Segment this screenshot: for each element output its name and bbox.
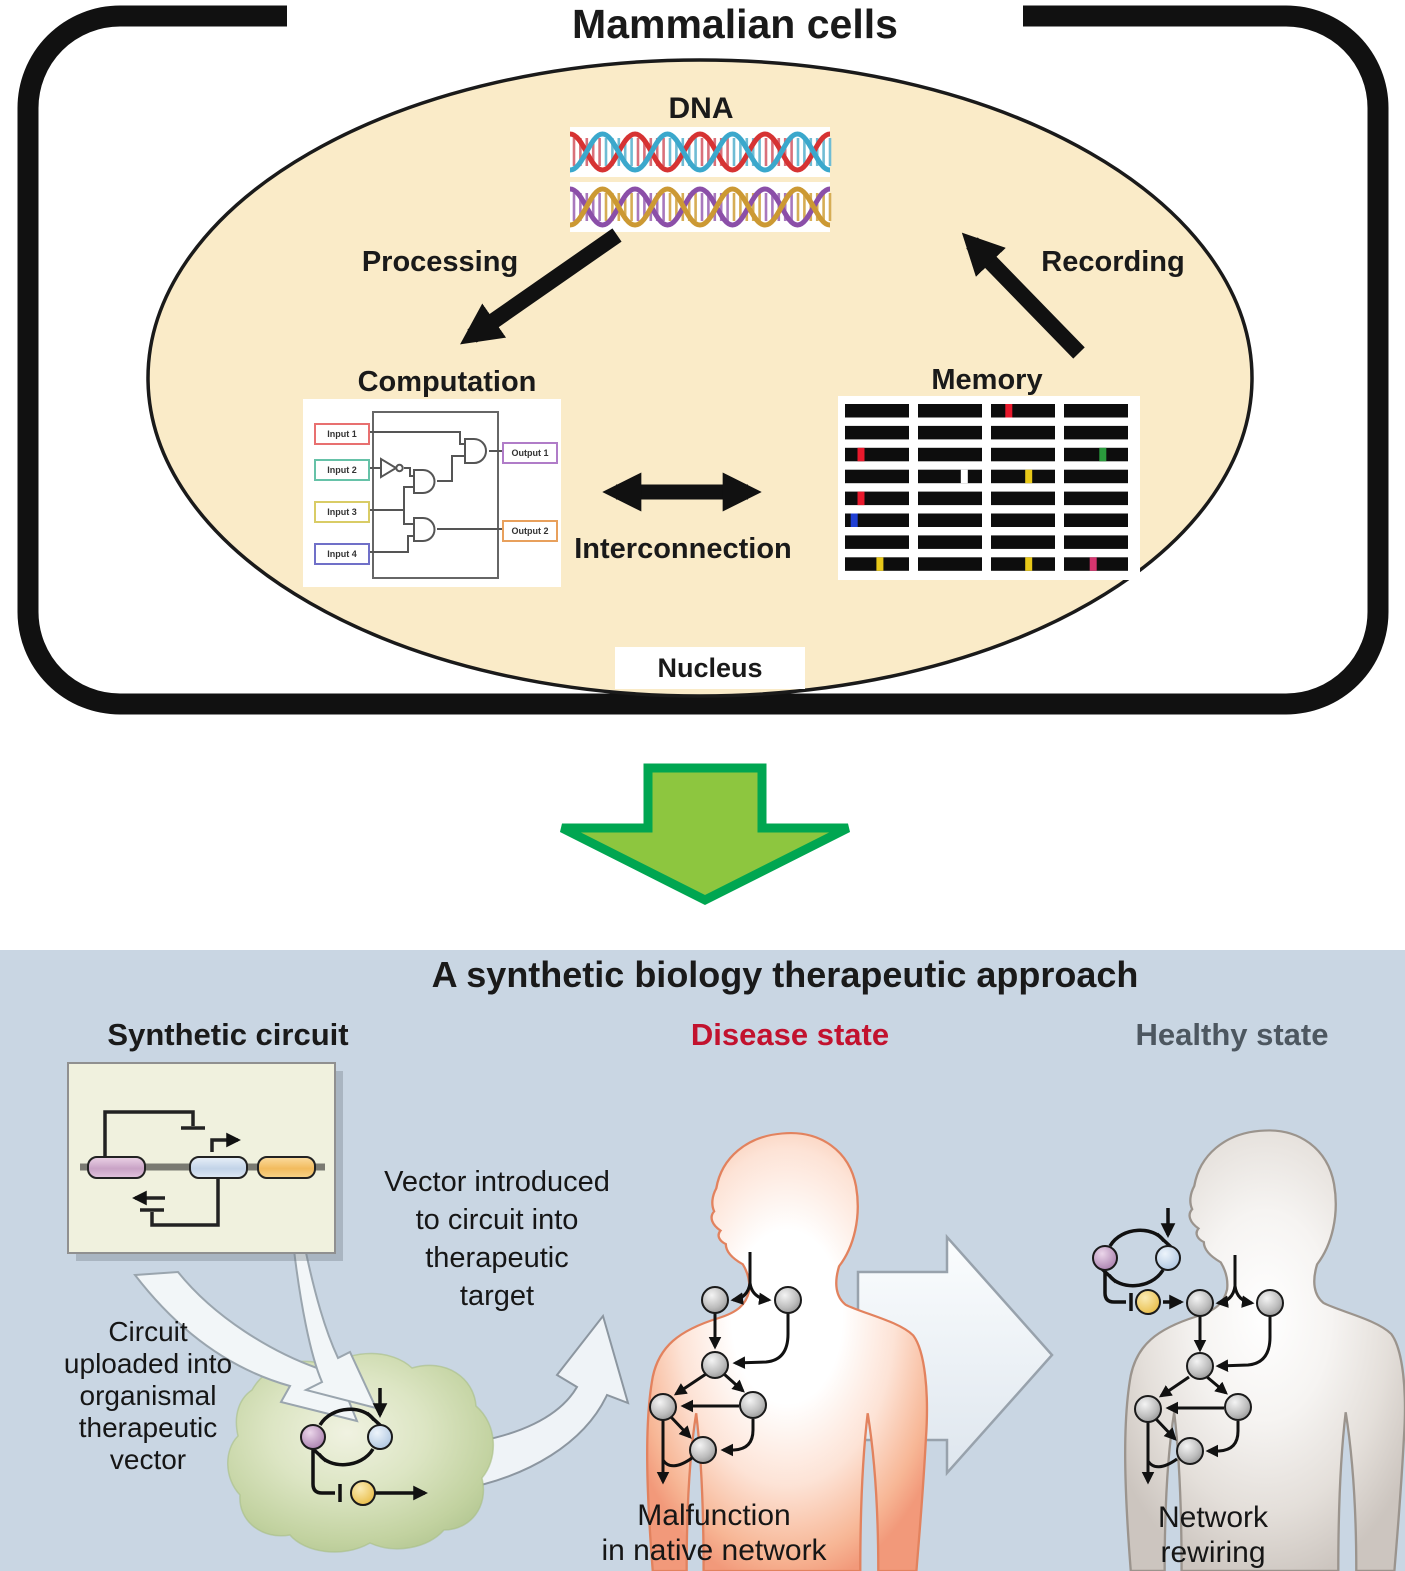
cell-outline-border (17, 0, 1389, 715)
network-rewiring-annotation: Network rewiring restores normal functio… (1157, 1501, 1269, 1569)
recording-label: Recording (1041, 246, 1185, 278)
processing-arrow (460, 228, 622, 345)
vector-circuit (300, 1388, 428, 1506)
vector-introduced-annotation: Vector introduced to circuit into therap… (384, 1166, 610, 1312)
arrow-circuit-to-vector-1 (133, 1270, 359, 1423)
healthy-state-label: Healthy state (1135, 1017, 1329, 1052)
synthetic-circuit-label: Synthetic circuit (107, 1017, 349, 1052)
green-down-arrow (559, 763, 851, 906)
disease-state-label: Disease state (690, 1017, 890, 1052)
bottom-panel-title: A synthetic biology therapeutic approach (431, 954, 1139, 995)
memory-label: Memory (931, 364, 1043, 396)
arrow-vector-to-body (453, 1313, 630, 1492)
dna-helix-red-cyan (569, 127, 832, 177)
nucleus-label: Nucleus (615, 647, 805, 689)
input-4-chip: Input 4 (314, 543, 370, 565)
processing-label: Processing (361, 246, 519, 278)
top-panel-title: Mammalian cells (572, 1, 898, 47)
input-1-chip: Input 1 (314, 423, 370, 445)
malfunction-annotation: Malfunction in native network (601, 1499, 827, 1567)
input-2-chip: Input 2 (314, 459, 370, 481)
input-3-chip: Input 3 (314, 501, 370, 523)
disease-network (649, 1252, 802, 1485)
healthy-network (1092, 1208, 1284, 1485)
interconnection-label: Interconnection (574, 533, 792, 565)
output-1-chip: Output 1 (502, 442, 558, 464)
dna-helix-purple-gold (569, 182, 832, 232)
arrow-circuit-to-vector-2 (292, 1246, 378, 1410)
dna-label: DNA (668, 92, 734, 125)
output-2-chip: Output 2 (502, 520, 558, 542)
recording-arrow (961, 232, 1085, 359)
memory-grid (838, 396, 1140, 580)
synthetic-circuit-box (67, 1062, 343, 1261)
computation-label: Computation (357, 366, 537, 398)
circuit-uploaded-annotation: Circuit uploaded into organismal therape… (63, 1316, 233, 1475)
